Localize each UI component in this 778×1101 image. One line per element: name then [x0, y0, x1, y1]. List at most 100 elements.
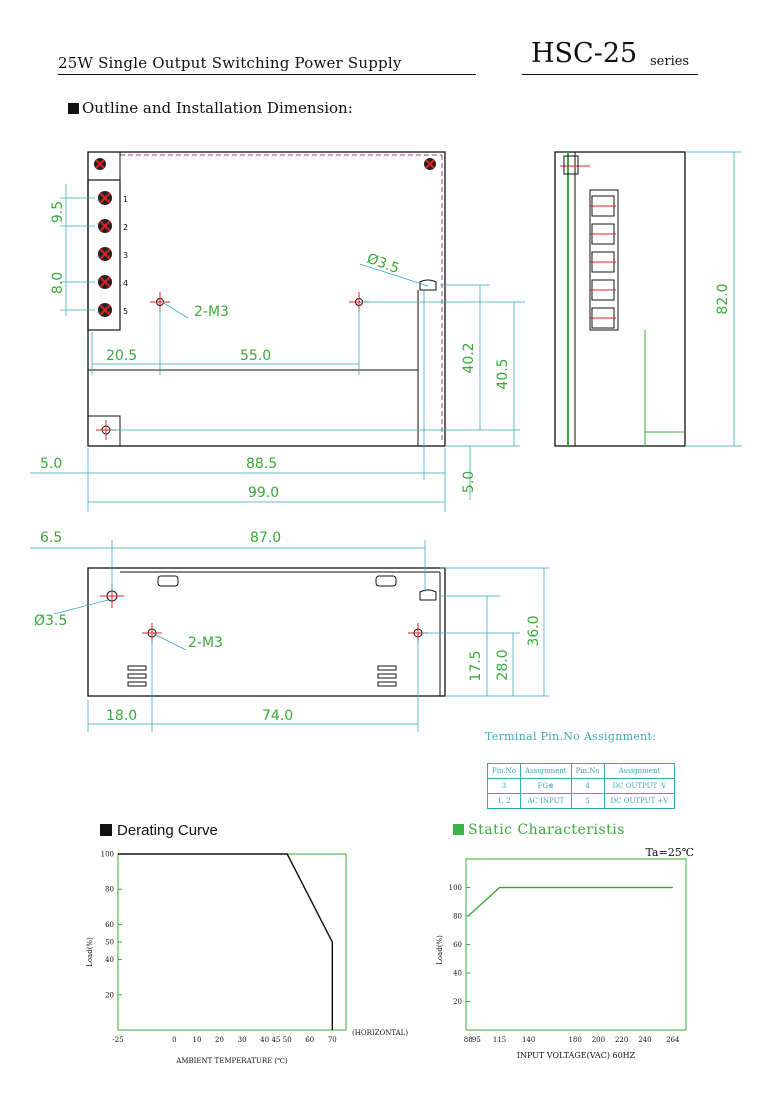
y-tick-label: 100 — [101, 851, 114, 859]
side-view-frame — [554, 151, 686, 447]
terminal-title: Terminal Pin.No Assignment: — [485, 730, 657, 743]
x-tick-label: 10 — [192, 1036, 201, 1044]
square-bullet-icon — [100, 824, 112, 836]
x-tick-label: 45 — [271, 1036, 280, 1044]
dim-edge-left: 5.0 — [40, 456, 62, 472]
derating-x-note: (HORIZONTAL) — [352, 1029, 408, 1037]
y-tick-label: 100 — [449, 884, 462, 892]
series-line — [467, 886, 673, 917]
table-header: Assignment — [603, 763, 676, 779]
pin-label-4: 4 — [123, 279, 128, 288]
dim-bottom-x2: 74.0 — [262, 708, 293, 724]
table-row: 1, 2 AC INPUT 5 DC OUTPUT +V — [486, 793, 676, 809]
x-tick-label: 180 — [568, 1036, 581, 1044]
square-bullet-icon — [68, 103, 79, 114]
y-tick-label: 20 — [453, 998, 462, 1006]
series-label: series — [650, 54, 690, 69]
x-tick-label: 240 — [638, 1036, 651, 1044]
pin-label-2: 2 — [123, 223, 128, 232]
header-rule-right — [522, 74, 698, 75]
dim-bottom-hole-dia: Ø3.5 — [34, 613, 67, 629]
derating-ylabel: Load(%) — [86, 937, 94, 967]
pin-label-3: 3 — [123, 251, 128, 260]
y-tick-label: 40 — [453, 970, 462, 978]
header-rule-left — [58, 74, 476, 75]
x-tick-label: 115 — [493, 1036, 506, 1044]
static-annotation: Ta=25℃ — [645, 846, 694, 859]
y-tick-label: 60 — [453, 941, 462, 949]
y-tick-label: 60 — [105, 921, 114, 929]
table-cell: DC OUTPUT +V — [603, 793, 676, 809]
x-tick-label: 200 — [592, 1036, 605, 1044]
x-tick-label: 20 — [215, 1036, 224, 1044]
mounting-holes-bottom — [100, 584, 428, 643]
static-plot-frame — [465, 858, 687, 1031]
table-row: Pin.No Assignment Pin.No Assignment — [486, 763, 676, 779]
derating-title: Derating Curve — [100, 822, 218, 839]
x-tick-label: 50 — [283, 1036, 292, 1044]
model-number: HSC-25 — [531, 38, 638, 69]
outline-heading-text: Outline and Installation Dimension: — [82, 99, 353, 117]
dim-pitch-b: 8.0 — [50, 272, 66, 294]
table-header: Assignment — [520, 763, 572, 779]
static-xlabel: INPUT VOLTAGE(VAC) 60HZ — [517, 1051, 636, 1060]
dim-bottom-h2: 28.0 — [495, 649, 511, 680]
x-tick-label: 88 — [464, 1036, 473, 1044]
x-tick-label: 40 — [260, 1036, 269, 1044]
table-cell: 3 — [486, 778, 522, 794]
static-ylabel: Load(%) — [436, 935, 444, 965]
square-bullet-icon — [453, 824, 464, 835]
dim-inner-width: 88.5 — [246, 456, 277, 472]
dim-x1: 20.5 — [106, 348, 137, 364]
static-title: Static Characteristis — [453, 822, 625, 838]
pin-label-5: 5 — [123, 307, 128, 316]
y-tick-label: 50 — [105, 939, 114, 947]
doc-title: 25W Single Output Switching Power Supply — [58, 54, 402, 72]
x-tick-label: -25 — [112, 1036, 123, 1044]
table-cell: 5 — [570, 793, 605, 809]
table-header: Pin.No — [486, 763, 522, 779]
table-cell: FG⊕ — [520, 778, 572, 794]
table-cell: 4 — [570, 778, 605, 794]
derating-xlabel: AMBIENT TEMPERATURE (℃) — [175, 1057, 288, 1065]
table-cell: 1, 2 — [486, 793, 522, 809]
dim-bottom-span: 87.0 — [250, 530, 281, 546]
x-tick-label: 0 — [172, 1036, 176, 1044]
x-tick-label: 30 — [238, 1036, 247, 1044]
x-tick-label: 264 — [666, 1036, 680, 1044]
dim-bottom-offset: 6.5 — [40, 530, 62, 546]
x-tick-label: 220 — [615, 1036, 628, 1044]
y-tick-label: 80 — [105, 886, 114, 894]
top-view-frame — [87, 151, 446, 447]
bottom-view-frame — [87, 567, 446, 697]
dim-h1: 40.2 — [461, 342, 477, 373]
static-title-text: Static Characteristis — [468, 822, 625, 838]
y-tick-label: 80 — [453, 913, 462, 921]
table-cell: DC OUTPUT -V — [603, 778, 676, 794]
bottom-view-drawing: 6.5 87.0 Ø3.5 2-M3 17.5 28.0 36.0 18.0 7… — [30, 530, 550, 732]
derating-title-text: Derating Curve — [117, 822, 218, 839]
table-header: Pin.No — [570, 763, 605, 779]
derating-plot-frame — [117, 853, 347, 1031]
dim-bottom-thread: 2-M3 — [188, 635, 223, 651]
y-tick-label: 40 — [105, 956, 114, 964]
table-cell: AC INPUT — [520, 793, 572, 809]
series-line — [118, 853, 333, 1030]
x-tick-label: 140 — [522, 1036, 535, 1044]
dim-h2: 40.5 — [495, 358, 511, 389]
x-tick-label: 60 — [305, 1036, 314, 1044]
terminal-screws — [94, 158, 436, 317]
dim-thread: 2-M3 — [194, 304, 229, 320]
dim-bottom-h1: 17.5 — [468, 650, 484, 681]
dim-edge-right: 5.0 — [461, 471, 477, 493]
dim-side-height: 82.0 — [715, 283, 731, 314]
dim-pitch-a: 9.5 — [50, 201, 66, 223]
outline-heading: Outline and Installation Dimension: — [68, 99, 353, 117]
top-view-drawing: 1 2 3 4 5 9.5 8.0 Ø3.5 2-M3 20.5 55.0 40… — [30, 151, 742, 512]
y-tick-label: 20 — [105, 991, 114, 999]
pin-label-1: 1 — [123, 195, 128, 204]
table-row: 3 FG⊕ 4 DC OUTPUT -V — [486, 778, 676, 794]
